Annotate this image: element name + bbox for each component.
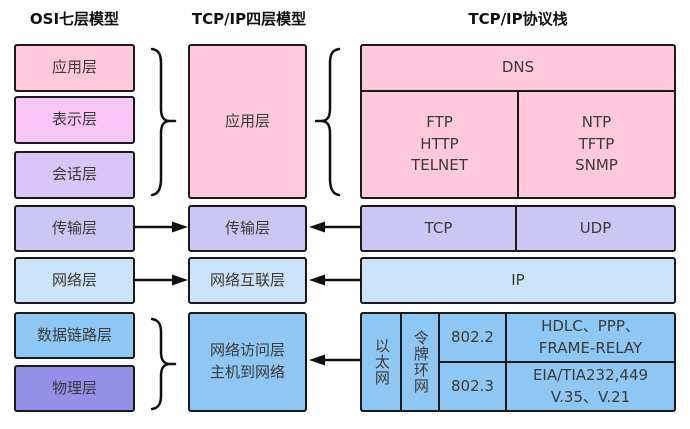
stack-cell-eia-tia-v35-v21: EIA/TIA232,449 V.35、V.21: [532, 365, 649, 406]
stack-cell-tcp: TCP: [362, 207, 517, 250]
arrow-osi-transport-to-tcpip-transport-icon: [135, 220, 188, 234]
tcpip-stack-column-header: TCP/IP协议栈: [468, 10, 568, 28]
arrow-ip-to-tcpip-internet-icon: [307, 273, 362, 287]
brace-stack-app-to-application-icon: [314, 47, 346, 197]
brace-osi-upper-to-application-icon: [145, 47, 177, 197]
osi-layer-session: 会话层: [14, 151, 135, 199]
stack-cell-ntp-tftp-snmp: NTP TFTP SNMP: [575, 112, 618, 175]
tcpip-model-column-header: TCP/IP四层模型: [191, 10, 307, 28]
osi-layer-physical: 物理层: [14, 365, 135, 412]
arrow-link-protocols-to-network-access-icon: [307, 353, 362, 367]
tcpip-layer-internet: 网络互联层: [188, 257, 307, 304]
stack-wan-column: HDLC、PPP、 FRAME-RELAY EIA/TIA232,449 V.3…: [507, 314, 674, 410]
stack-cell-ftp-http-telnet: FTP HTTP TELNET: [362, 92, 519, 197]
osi-column-header: OSI七层模型: [29, 10, 120, 28]
tcpip-layer-transport: 传输层: [188, 205, 307, 252]
stack-cell-802-3: 802.3: [451, 376, 494, 395]
osi-layer-transport: 传输层: [14, 205, 135, 252]
tcpip-layer-network-access: 网络访问层 主机到网络: [188, 312, 307, 412]
stack-cell-hdlc-ppp-frame-relay: HDLC、PPP、 FRAME-RELAY: [507, 314, 674, 363]
brace-osi-lower-to-network-access-icon: [145, 317, 177, 411]
stack-transport-protocols-group: TCP UDP: [360, 205, 676, 252]
osi-layer-network: 网络层: [14, 257, 135, 304]
stack-application-protocols-group: DNS FTP HTTP TELNET NTP TFTP SNMP: [360, 44, 676, 199]
stack-cell-token-ring: 令牌环网: [402, 314, 440, 410]
tcpip-layer-application: 应用层: [188, 44, 307, 199]
arrow-tcp-udp-to-tcpip-transport-icon: [307, 220, 362, 234]
stack-cell-dns: DNS: [362, 46, 674, 92]
stack-cell-ip: IP: [360, 257, 676, 304]
arrow-osi-network-to-tcpip-internet-icon: [135, 273, 188, 287]
stack-cell-ethernet: 以太网: [362, 314, 402, 410]
stack-cell-802-2: 802.2: [440, 314, 505, 363]
stack-link-layer-group: 以太网 令牌环网 802.2 802.3 HDLC、PPP、 FRAME-REL…: [360, 312, 676, 412]
osi-layer-datalink: 数据链路层: [14, 312, 135, 359]
osi-layer-application: 应用层: [14, 44, 135, 92]
osi-layer-presentation: 表示层: [14, 96, 135, 144]
stack-cell-udp: UDP: [579, 218, 612, 237]
stack-802-column: 802.2 802.3: [440, 314, 507, 410]
stack-application-protocols-row: FTP HTTP TELNET NTP TFTP SNMP: [362, 92, 674, 197]
